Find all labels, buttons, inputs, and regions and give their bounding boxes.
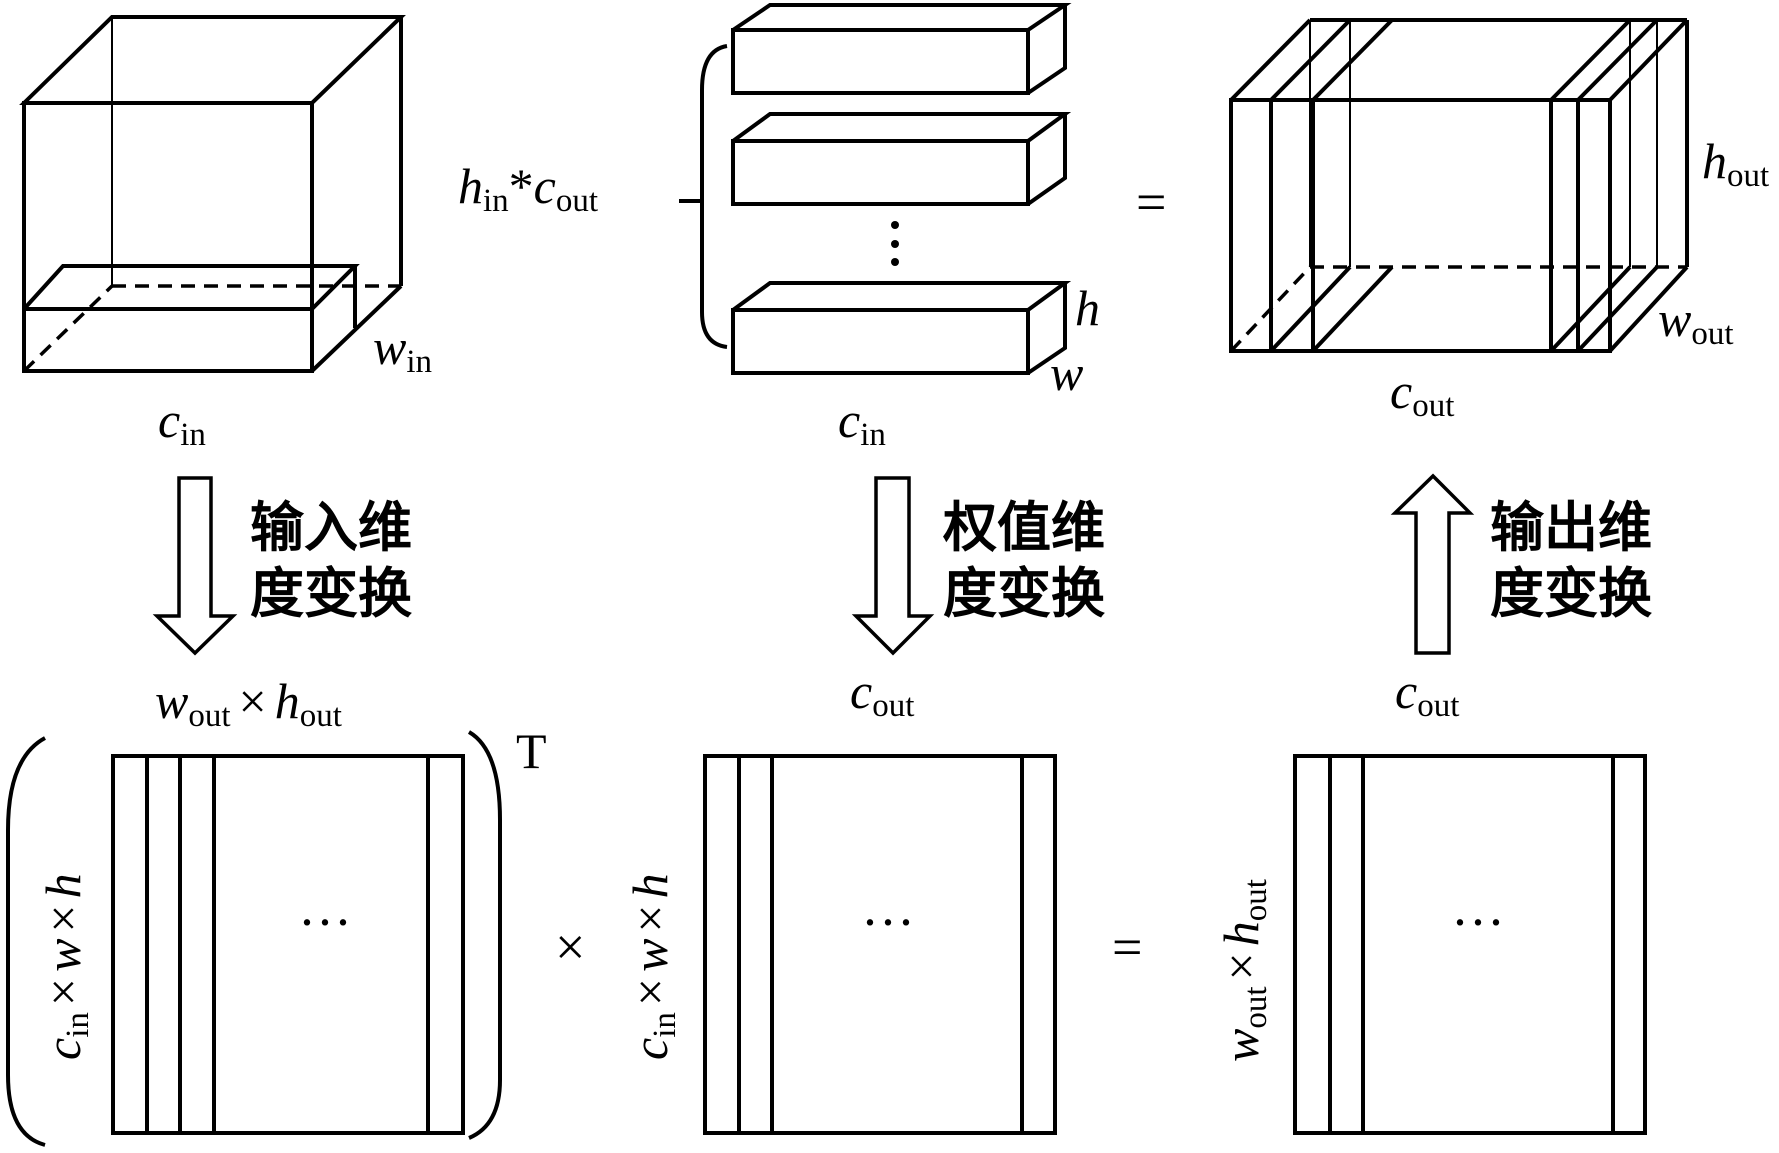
input-transform-caption-line2: 度变换 [250,562,412,625]
bottom-right-ellipsis: ··· [1451,892,1505,952]
kernel-count-label: hin*cout [458,158,598,219]
w-out-label: wout [1658,291,1734,352]
input-matrix [111,754,465,1135]
bottom-middle-ellipsis: ··· [861,892,915,952]
transpose-superscript: T [516,723,547,779]
input-cube [19,15,406,373]
bottom-middle-top-label: cout [850,663,914,724]
output-transform-arrow [1390,473,1475,655]
c-in-label-top-left: cin [158,392,206,453]
left-brace [700,44,728,349]
weight-transform-caption-line1: 权值维 [942,496,1105,559]
output-transform-caption-line2: 度变换 [1490,562,1652,625]
times-sign: × [555,917,585,977]
h-out-label: hout [1702,133,1769,194]
weight-matrix [703,754,1057,1135]
weight-transform-arrow [851,476,935,656]
w-in-label: win [373,319,432,380]
bottom-right-side-label: wout×hout [1213,879,1274,1062]
equals-sign-top: = [1136,172,1166,232]
bottom-left-top-label: wout×hout [155,673,342,734]
weight-transform-caption-line2: 度变换 [943,562,1105,625]
bottom-left-ellipsis: ··· [298,892,352,952]
output-matrix [1293,754,1647,1135]
h-label: h [1075,280,1100,336]
bottom-right-top-label: cout [1395,663,1459,724]
bottom-middle-side-label: cin×w×h [622,873,683,1060]
bottom-left-side-label: cin×w×h [35,873,96,1060]
input-transform-caption-line1: 输入维 [250,496,412,559]
input-transform-arrow [152,476,238,656]
output-cube [1229,18,1689,353]
c-in-label-top-middle: cin [838,392,886,453]
left-paren [6,736,46,1147]
equals-sign-bottom: = [1112,917,1142,977]
vertical-ellipsis [891,221,899,266]
c-out-label-top-right: cout [1390,363,1454,424]
right-paren [467,730,502,1140]
w-label: w [1050,345,1083,401]
output-transform-caption-line1: 输出维 [1490,496,1652,559]
kernel-slabs [731,2,1072,375]
